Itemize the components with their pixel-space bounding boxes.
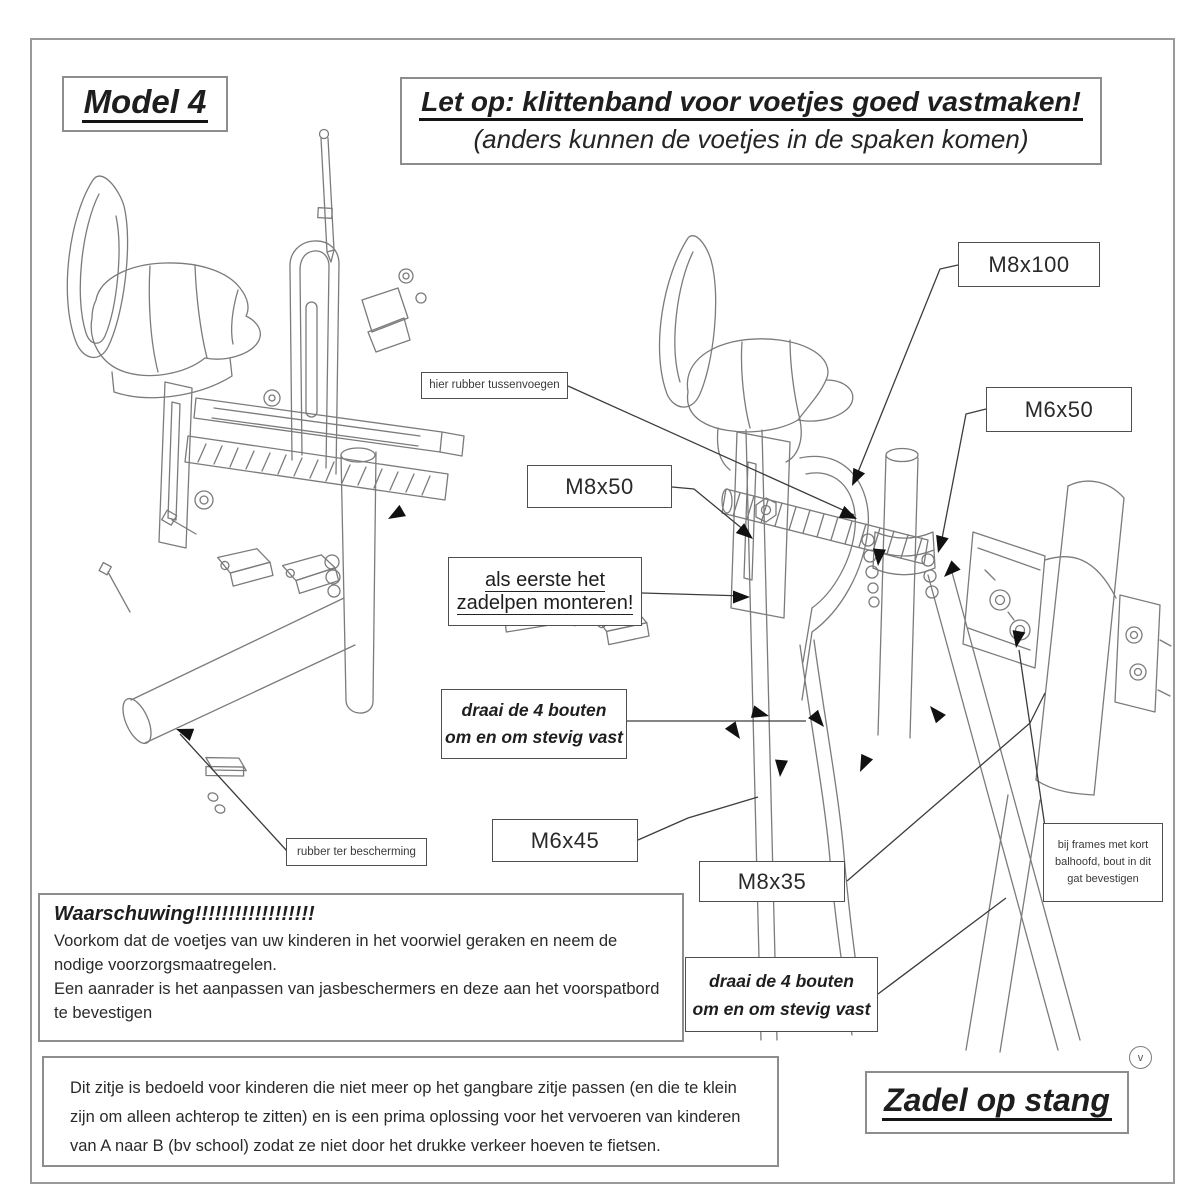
version-mark-label: v [1137, 1051, 1144, 1064]
model-label: Model 4 [81, 84, 209, 124]
callout-bij-frames: bij frames met kort balhoofd, bout in di… [1043, 823, 1163, 902]
callout-hier-rubber: hier rubber tussenvoegen [421, 372, 568, 399]
info-line: van A naar B (bv school) zodat ze niet d… [70, 1137, 661, 1155]
callout-m8x35: M8x35 [699, 861, 845, 902]
callout-m8x100: M8x100 [958, 242, 1100, 287]
callout-hier-rubber-label: hier rubber tussenvoegen [429, 379, 560, 392]
version-mark: v [1129, 1046, 1152, 1069]
warning-line: Een aanrader is het aanpassen van jasbes… [54, 980, 660, 998]
callout-m8x35-label: M8x35 [737, 868, 807, 894]
callout-als-eerste: als eerste het zadelpen monteren! [448, 557, 642, 626]
callout-m6x45: M6x45 [492, 819, 638, 862]
als-eerste-line1: als eerste het [484, 568, 606, 592]
bij-frames-line3: gat bevestigen [1067, 873, 1139, 886]
header-line2: (anders kunnen de voetjes in de spaken k… [473, 123, 1029, 154]
draai-onder-line1: draai de 4 bouten [709, 970, 854, 991]
footer-title-box: Zadel op stang [865, 1071, 1129, 1134]
warning-title: Waarschuwing!!!!!!!!!!!!!!!!!! [54, 903, 315, 925]
right-assembly-drawing [658, 235, 1172, 1053]
draai-boven-line2: om en om stevig vast [445, 727, 623, 747]
footer-title: Zadel op stang [882, 1083, 1112, 1122]
callout-m8x50: M8x50 [527, 465, 672, 508]
header-line1: Let op: klittenband voor voetjes goed va… [419, 87, 1083, 121]
callout-m6x50-label: M6x50 [1024, 396, 1094, 422]
warning-header-box: Let op: klittenband voor voetjes goed va… [400, 77, 1102, 165]
als-eerste-line2: zadelpen monteren! [456, 591, 634, 615]
rubber-bescherming-label: rubber ter bescherming [297, 845, 416, 858]
leader-lines [179, 264, 1046, 995]
model-label-box: Model 4 [62, 76, 228, 132]
warning-text-box: Waarschuwing!!!!!!!!!!!!!!!!!! Voorkom d… [38, 893, 684, 1042]
draai-boven-line1: draai de 4 bouten [461, 699, 607, 720]
info-text-box: Dit zitje is bedoeld voor kinderen die n… [42, 1056, 779, 1167]
callout-m6x50: M6x50 [986, 387, 1132, 432]
page-border [30, 38, 1175, 1184]
callout-m6x45-label: M6x45 [530, 827, 600, 853]
warning-line: Voorkom dat de voetjes van uw kinderen i… [54, 932, 618, 950]
left-assembly-drawing [66, 128, 650, 814]
info-line: zijn om alleen achterop te zitten) en is… [70, 1108, 741, 1126]
warning-line: te bevestigen [54, 1004, 153, 1022]
draai-onder-line2: om en om stevig vast [692, 998, 871, 1019]
callout-m8x100-label: M8x100 [988, 251, 1070, 277]
callout-draai-bouten-boven: draai de 4 bouten om en om stevig vast [441, 689, 627, 759]
direction-arrows [176, 467, 1026, 777]
callout-draai-bouten-onder: draai de 4 bouten om en om stevig vast [685, 957, 878, 1032]
bij-frames-line1: bij frames met kort [1057, 838, 1149, 851]
warning-line: nodige voorzorgsmaatregelen. [54, 956, 277, 974]
callout-m8x50-label: M8x50 [565, 473, 634, 499]
info-line: Dit zitje is bedoeld voor kinderen die n… [70, 1079, 737, 1097]
callout-rubber-bescherming: rubber ter bescherming [286, 838, 427, 866]
bij-frames-line2: balhoofd, bout in dit [1054, 855, 1152, 868]
